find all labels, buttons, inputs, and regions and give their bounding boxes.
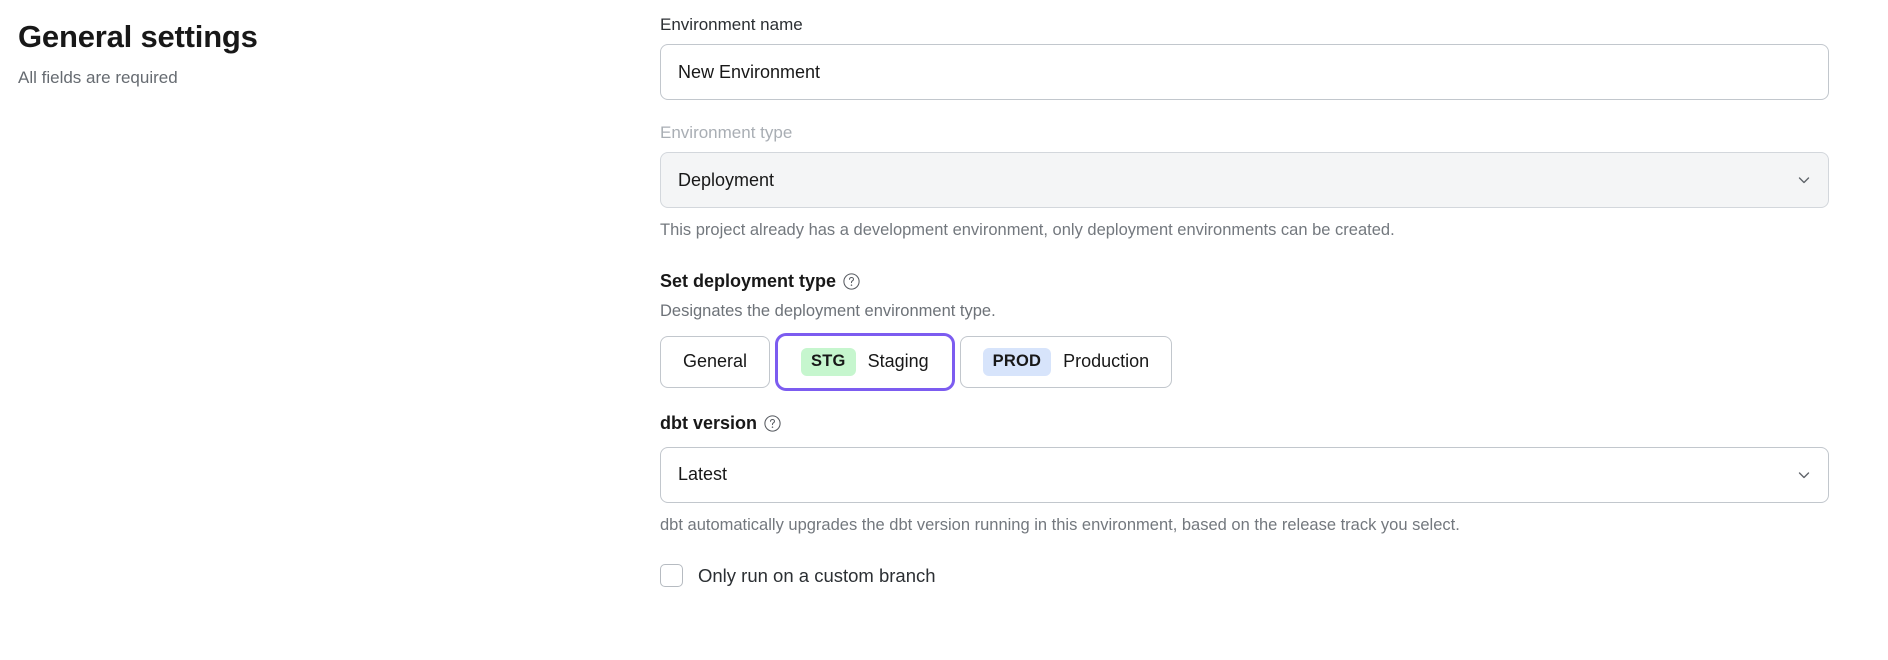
environment-type-helper-text: This project already has a development e… bbox=[660, 221, 1395, 240]
custom-branch-row: Only run on a custom branch bbox=[660, 564, 1829, 588]
environment-type-field-group: Environment type Deployment This project… bbox=[660, 122, 1829, 241]
help-circle-icon[interactable] bbox=[843, 273, 860, 291]
environment-name-label: Environment name bbox=[660, 15, 803, 34]
custom-branch-label[interactable]: Only run on a custom branch bbox=[698, 564, 936, 586]
dbt-version-heading: dbt version bbox=[660, 413, 1829, 434]
production-badge: PROD bbox=[982, 347, 1052, 376]
staging-badge: STG bbox=[801, 347, 856, 376]
deployment-type-segmented-control: General STG Staging PROD Production bbox=[660, 335, 1829, 388]
deployment-type-heading: Set deployment type bbox=[660, 271, 1829, 292]
dbt-version-helper-text: dbt automatically upgrades the dbt versi… bbox=[660, 515, 1460, 534]
deployment-type-field-group: Set deployment type Designates the deplo… bbox=[660, 271, 1829, 388]
page-title: General settings bbox=[18, 19, 258, 54]
settings-form-column: Environment name Environment type Deploy… bbox=[660, 0, 1862, 588]
dbt-version-field-group: dbt version Latest dbt automatica bbox=[660, 413, 1829, 536]
deployment-type-option-staging[interactable]: STG Staging bbox=[778, 335, 952, 388]
dbt-version-label: dbt version bbox=[660, 412, 758, 433]
deployment-type-option-production[interactable]: PROD Production bbox=[959, 335, 1173, 388]
dbt-version-select[interactable]: Latest bbox=[660, 446, 1829, 503]
deployment-type-option-production-label: Production bbox=[1063, 351, 1150, 372]
settings-header-column: General settings All fields are required bbox=[0, 0, 660, 89]
environment-type-label: Environment type bbox=[660, 123, 793, 143]
environment-type-select[interactable]: Deployment bbox=[660, 152, 1829, 209]
environment-type-value: Deployment bbox=[660, 152, 1829, 209]
page-subtitle: All fields are required bbox=[18, 67, 178, 87]
environment-name-field-group: Environment name bbox=[660, 14, 1829, 101]
deployment-type-title: Set deployment type bbox=[660, 271, 837, 292]
environment-name-input[interactable] bbox=[660, 44, 1829, 101]
segment-gap bbox=[952, 361, 960, 362]
custom-branch-checkbox[interactable] bbox=[660, 564, 683, 588]
help-circle-icon[interactable] bbox=[764, 415, 781, 432]
deployment-type-option-general-label: General bbox=[683, 351, 748, 372]
deployment-type-description: Designates the deployment environment ty… bbox=[660, 302, 996, 321]
dbt-version-value: Latest bbox=[660, 446, 1829, 503]
deployment-type-option-general[interactable]: General bbox=[660, 335, 771, 388]
segment-gap bbox=[770, 361, 778, 362]
deployment-type-option-staging-label: Staging bbox=[867, 351, 929, 372]
